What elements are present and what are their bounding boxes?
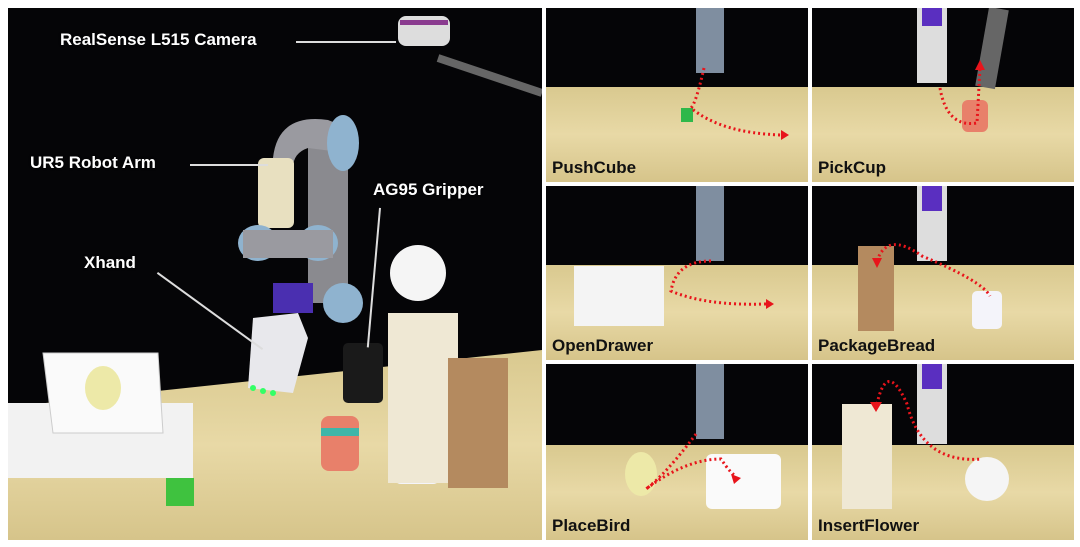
camera-label: RealSense L515 Camera: [60, 30, 257, 49]
camera-mount-rod: [436, 54, 542, 97]
scene-illustration: [8, 16, 542, 506]
arm-label: UR5 Robot Arm: [30, 153, 156, 172]
trajectory-arrow: [875, 243, 992, 297]
green-cube: [166, 478, 194, 506]
task-panel-pushcube: PushCube: [546, 8, 808, 182]
task-panel-insertflower: InsertFlower: [812, 364, 1074, 540]
task-label: PlaceBird: [552, 516, 631, 535]
xhand: [248, 313, 308, 393]
flower-vase: [388, 313, 458, 483]
task-label: OpenDrawer: [552, 336, 654, 355]
arm-pointer-line: [190, 164, 268, 166]
trajectory-arrow: [669, 259, 767, 306]
paper-bag: [448, 358, 508, 488]
trajectory-arrow: [688, 67, 782, 137]
task-label: InsertFlower: [818, 516, 920, 535]
hand-label: Xhand: [84, 253, 136, 272]
xhand-mount: [273, 283, 313, 313]
trajectory-arrow: [875, 380, 983, 461]
task-label: PushCube: [552, 158, 637, 177]
trajectory-arrow: [645, 433, 737, 491]
task-panel-opendrawer: OpenDrawer: [546, 186, 808, 360]
task-panel-placebird: PlaceBird: [546, 364, 808, 540]
arm-wrapped-link: [258, 158, 294, 228]
camera-pointer-line: [296, 41, 396, 43]
task-panel-packagebread: PackageBread: [812, 186, 1074, 360]
task-label: PackageBread: [818, 336, 936, 355]
main-scene-photo: RealSense L515 Camera UR5 Robot Arm AG95…: [8, 8, 542, 540]
gripper-label: AG95 Gripper: [373, 180, 484, 199]
ag95-gripper: [343, 343, 383, 403]
toy-bird: [85, 366, 121, 410]
cup: [321, 416, 359, 471]
flowers: [390, 245, 446, 301]
task-panel-pickcup: PickCup: [812, 8, 1074, 182]
task-label: PickCup: [818, 158, 887, 177]
